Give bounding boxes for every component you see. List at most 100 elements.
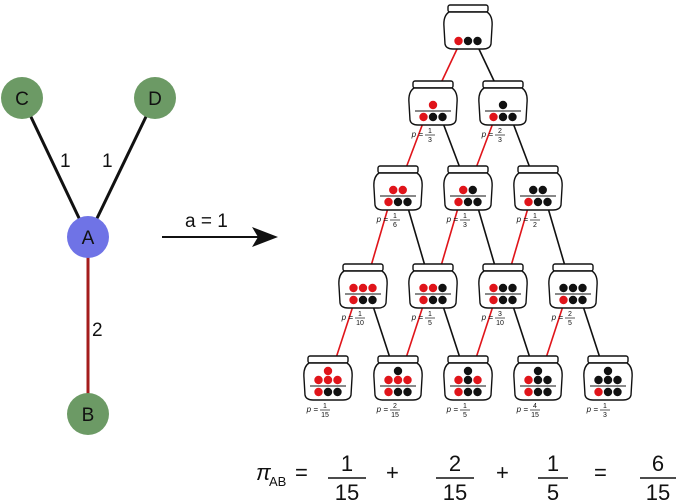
- probability-label: p =: [376, 405, 389, 414]
- black-ball: [508, 283, 517, 293]
- black-ball: [358, 295, 368, 305]
- black-ball: [578, 295, 587, 305]
- black-ball: [543, 197, 552, 207]
- probability-numerator: 1: [323, 403, 327, 410]
- urn-jar: p =115: [303, 355, 353, 419]
- probability-numerator: 2: [568, 311, 572, 318]
- tree-edge-red: [440, 46, 459, 84]
- urn-jar: p =310: [478, 263, 528, 327]
- node-label-d: D: [148, 89, 162, 110]
- urn-jar: p =13: [408, 80, 458, 144]
- red-ball: [368, 283, 377, 293]
- red-ball: [489, 283, 498, 293]
- jar-lid: [447, 4, 489, 13]
- black-ball: [498, 283, 508, 293]
- probability-label: p =: [446, 215, 459, 224]
- black-ball: [463, 375, 473, 385]
- urn-jar: p =15: [443, 355, 493, 419]
- black-ball: [568, 295, 578, 305]
- black-ball: [578, 283, 587, 293]
- black-ball: [438, 295, 447, 305]
- urn-jar: p =16: [373, 165, 423, 229]
- probability-numerator: 2: [498, 128, 502, 135]
- formula-term-3-numerator: 1: [547, 451, 559, 476]
- probability-numerator: 4: [533, 403, 537, 410]
- tree-edge-red: [545, 305, 564, 359]
- edge-c-a: [20, 97, 90, 238]
- tree-edge-red: [440, 207, 459, 267]
- red-ball: [419, 295, 428, 305]
- urn-jar: p =12: [513, 165, 563, 229]
- probability-label: p =: [411, 130, 424, 139]
- urn-jar: p =25: [548, 263, 598, 327]
- node-c: [1, 77, 43, 119]
- probability-denominator: 10: [356, 320, 364, 327]
- probability-numerator: 1: [533, 213, 537, 220]
- red-ball: [489, 295, 498, 305]
- red-ball: [323, 375, 333, 385]
- red-ball: [594, 387, 603, 397]
- probability-denominator: 3: [428, 137, 432, 144]
- red-ball: [419, 283, 428, 293]
- tree-edge-black: [442, 122, 461, 169]
- probability-numerator: 1: [393, 213, 397, 220]
- black-ball: [463, 36, 473, 46]
- probability-denominator: 2: [533, 222, 537, 229]
- probability-label: p =: [516, 405, 529, 414]
- tree-edge-black: [477, 207, 496, 267]
- formula: π AB = 1 15 + 2 15 + 1 5 = 6 15: [256, 451, 676, 502]
- node-d: [134, 77, 176, 119]
- red-ball: [314, 375, 323, 385]
- urn-jar: [443, 4, 493, 50]
- urn-jar: p =13: [583, 355, 633, 419]
- formula-term-2-denominator: 15: [443, 480, 467, 502]
- formula-term-1-numerator: 1: [341, 451, 353, 476]
- black-ball: [538, 185, 547, 195]
- edge-weight-a-b: 2: [92, 320, 103, 341]
- jar-lid: [377, 165, 419, 174]
- probability-numerator: 2: [393, 403, 397, 410]
- probability-denominator: 5: [463, 412, 467, 419]
- black-ball: [508, 112, 517, 122]
- black-ball: [438, 112, 447, 122]
- edge-weight-d-a: 1: [102, 151, 113, 172]
- red-ball: [349, 283, 358, 293]
- formula-plus-1: +: [386, 460, 399, 485]
- black-ball: [543, 387, 552, 397]
- black-ball: [403, 387, 412, 397]
- urn-jar: p = 2 15: [373, 355, 423, 419]
- jar-lid: [587, 355, 629, 364]
- arrow-head: [252, 227, 278, 247]
- black-ball: [463, 366, 473, 376]
- red-ball: [454, 375, 463, 385]
- tree-edge-red: [475, 122, 494, 169]
- black-ball: [323, 387, 333, 397]
- probability-denominator: 5: [568, 320, 572, 327]
- probability-denominator: 10: [496, 320, 504, 327]
- black-ball: [473, 36, 482, 46]
- jar-lid: [552, 263, 594, 272]
- jar-lid: [307, 355, 349, 364]
- transition-arrow: a = 1: [162, 211, 278, 247]
- node-b: [67, 393, 109, 435]
- probability-denominator: 15: [391, 412, 399, 419]
- red-ball: [393, 375, 403, 385]
- tree-edge-red: [475, 305, 494, 359]
- formula-lhs: π: [256, 460, 272, 485]
- red-ball: [454, 36, 463, 46]
- urn-jar: p =23: [478, 80, 528, 144]
- formula-equals-1: =: [295, 460, 308, 485]
- red-ball: [459, 185, 468, 195]
- urn-jar: p =13: [443, 165, 493, 229]
- node-a: [67, 216, 109, 258]
- black-ball: [508, 295, 517, 305]
- tree-edge-black: [442, 305, 461, 359]
- probability-denominator: 15: [321, 412, 329, 419]
- node-label-c: C: [15, 89, 29, 110]
- formula-term-3-denominator: 5: [547, 480, 559, 502]
- formula-lhs-subscript: AB: [269, 474, 286, 489]
- probability-denominator: 3: [498, 137, 502, 144]
- tree-edge-black: [407, 207, 426, 267]
- probability-numerator: 1: [463, 403, 467, 410]
